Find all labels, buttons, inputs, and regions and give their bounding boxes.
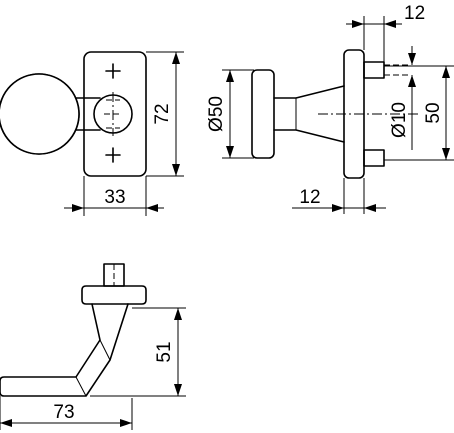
dim-rose-height: 50 xyxy=(384,65,454,161)
dim-front-height: 72 xyxy=(146,51,184,177)
lever-arm xyxy=(0,303,129,397)
dim-knob-diameter-label: Ø50 xyxy=(206,96,227,132)
dim-pin-diameter-label: Ø10 xyxy=(389,102,410,138)
dim-lever-length: 73 xyxy=(0,396,133,430)
side-view xyxy=(251,49,420,179)
dim-pin-diameter: Ø10 xyxy=(389,46,416,150)
dim-lever-height: 51 xyxy=(90,307,186,397)
side-pin-top xyxy=(363,61,385,79)
dim-knob-diameter: Ø50 xyxy=(206,69,254,159)
dim-plate-depth-label: 12 xyxy=(299,187,320,208)
side-pin-bottom xyxy=(363,149,385,167)
dim-front-width: 33 xyxy=(64,176,164,216)
dim-pin-length-label: 12 xyxy=(404,3,425,24)
lever-rose xyxy=(81,285,147,305)
side-knob xyxy=(251,69,275,159)
dim-front-width-label: 33 xyxy=(104,187,125,208)
dim-lever-length-label: 73 xyxy=(53,402,74,423)
front-rose-plate xyxy=(83,51,147,177)
dim-rose-height-label: 50 xyxy=(423,102,444,123)
side-neck xyxy=(273,85,345,143)
front-view xyxy=(0,51,147,177)
lever-view xyxy=(0,263,147,397)
front-neck-shaft xyxy=(75,97,101,131)
dim-pin-length: 12 xyxy=(346,3,425,62)
screw-mark-bottom xyxy=(105,147,121,163)
screw-mark-top xyxy=(105,63,121,79)
dim-lever-height-label: 51 xyxy=(154,341,175,362)
dim-front-height-label: 72 xyxy=(152,103,173,124)
dim-plate-depth: 12 xyxy=(292,178,386,214)
